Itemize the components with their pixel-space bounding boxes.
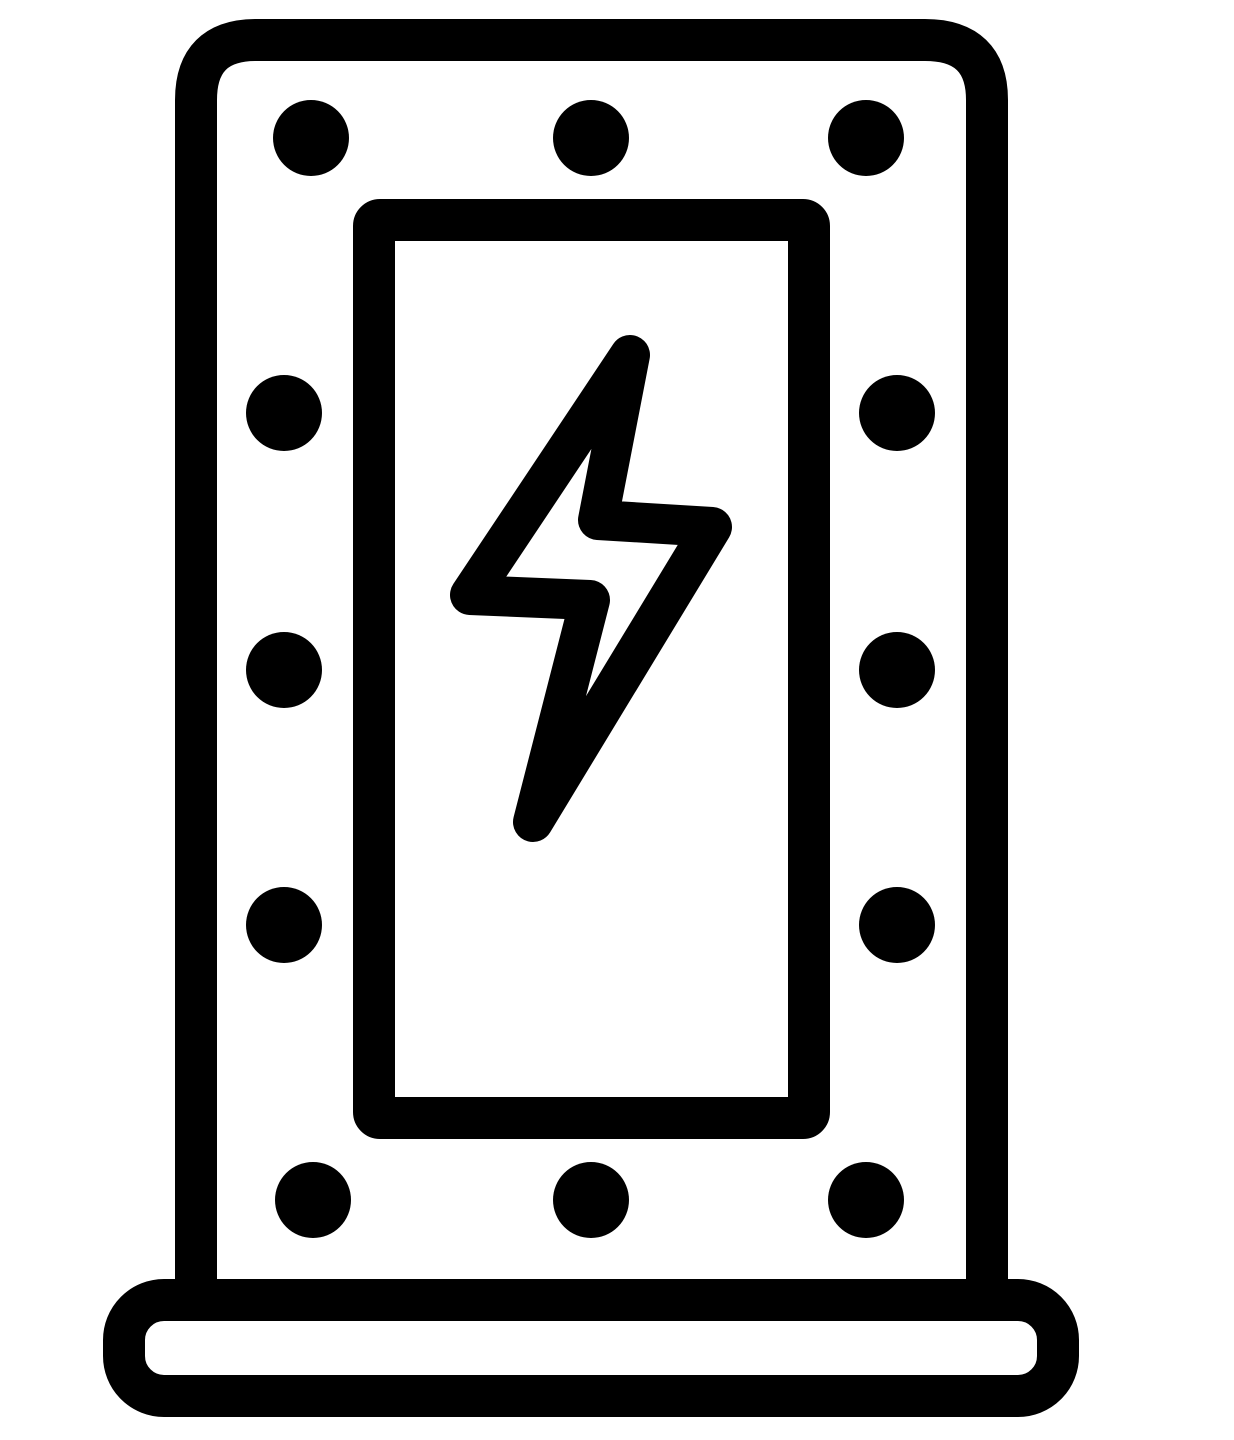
light-bulb-icon [553,1162,629,1238]
lightning-bolt-icon [450,335,732,842]
light-bulb-icon [273,100,349,176]
light-bulb-icon [553,100,629,176]
mirror-frame [103,19,1079,1417]
light-bulb-icon [859,375,935,451]
light-bulb-icon [246,375,322,451]
light-bulb-icon [859,632,935,708]
light-bulbs [246,100,935,1238]
light-bulb-icon [275,1162,351,1238]
light-bulb-icon [828,100,904,176]
light-bulb-icon [828,1162,904,1238]
light-bulb-icon [246,632,322,708]
mirror-base [103,1279,1079,1417]
outer-frame [175,19,1008,1290]
light-bulb-icon [859,887,935,963]
light-bulb-icon [246,887,322,963]
mirror-glass [353,199,830,1139]
